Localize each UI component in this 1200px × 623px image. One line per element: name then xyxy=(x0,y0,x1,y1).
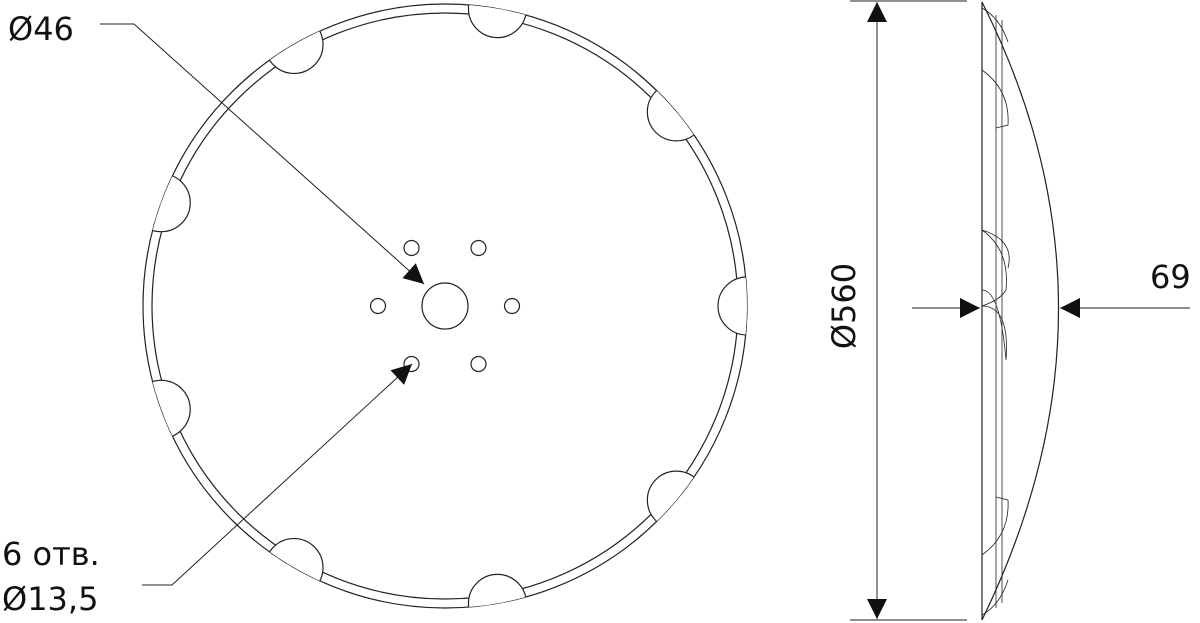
bolt-hole xyxy=(470,355,487,373)
bolt-hole xyxy=(403,239,420,257)
holes-diameter-label: Ø13,5 xyxy=(2,580,98,618)
holes-count-label: 6 отв. xyxy=(2,535,100,573)
bolt-hole xyxy=(503,297,521,315)
disc-front-view xyxy=(142,3,748,609)
bolt-hole xyxy=(369,297,387,315)
notch xyxy=(467,573,528,608)
notch xyxy=(646,470,706,530)
notch xyxy=(143,379,191,439)
notches xyxy=(143,4,747,608)
notch xyxy=(646,82,706,142)
bolt-hole xyxy=(470,239,487,257)
diameter-dimension xyxy=(850,0,967,621)
disc-diameter-label: Ø560 xyxy=(825,263,863,349)
hub-diameter-label: Ø46 xyxy=(8,10,74,48)
notch xyxy=(143,173,191,233)
notch xyxy=(717,276,747,336)
notch xyxy=(264,14,324,75)
bolt-holes xyxy=(369,239,521,373)
disc-depth-label: 69 xyxy=(1150,258,1191,296)
disc-side-view xyxy=(981,1,1060,621)
hub-hole xyxy=(421,282,469,330)
holes-leader xyxy=(142,363,413,586)
notch xyxy=(264,537,324,598)
hub-leader xyxy=(100,23,425,285)
